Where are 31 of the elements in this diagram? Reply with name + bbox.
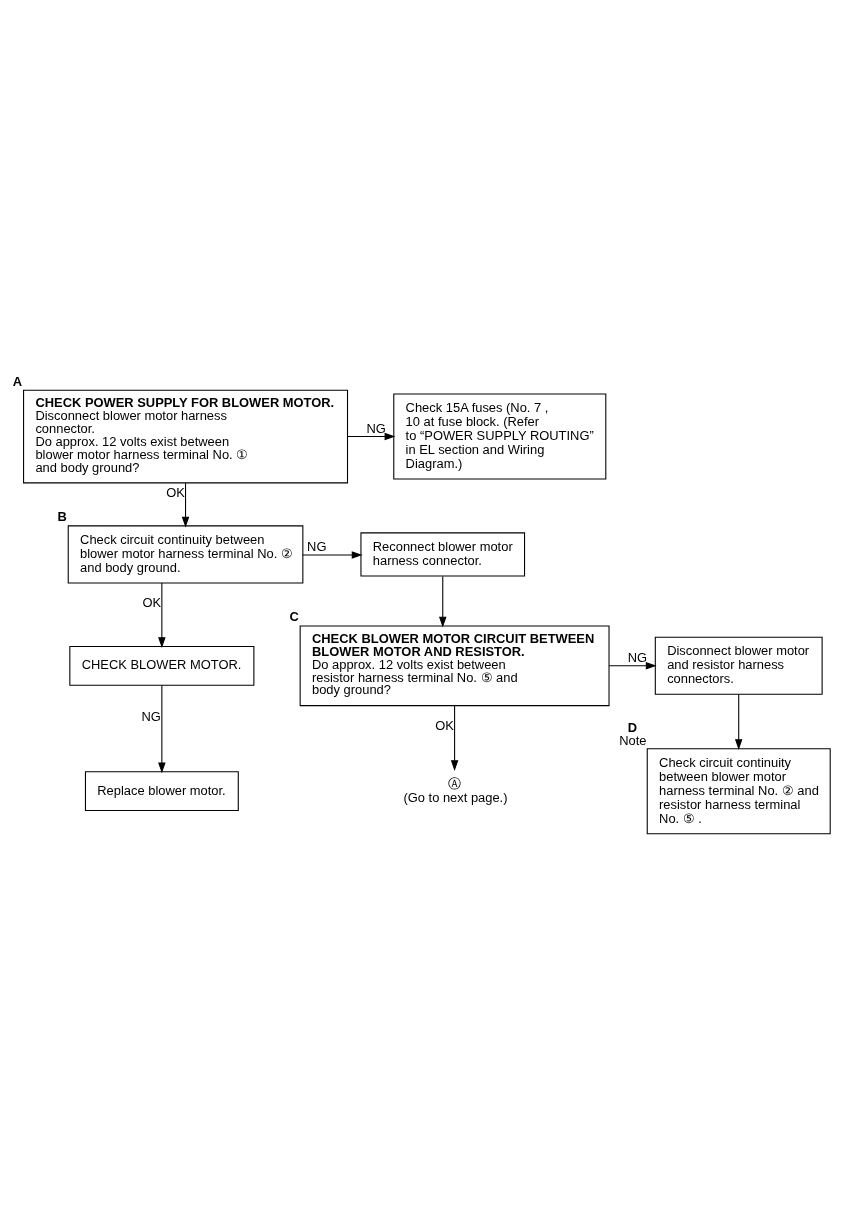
node-label: C [289, 609, 299, 625]
edge-label: NG [627, 650, 648, 666]
node-label: D [627, 720, 638, 736]
arrow [181, 482, 190, 528]
node-label: A [12, 373, 23, 389]
arrow [450, 705, 459, 772]
node-box: Check 15A fuses (No. 7 , 10 at fuse block. (Refer to “POWER SUPPLY ROUTING” in EL section and Wiring Diagram.) [393, 393, 607, 480]
node-box: CHECK BLOWER MOTOR. [69, 645, 255, 686]
arrow [734, 694, 743, 750]
node-label: Note [619, 733, 647, 749]
arrow [158, 582, 166, 648]
edge-label: NG [366, 420, 386, 436]
edge-label: NG [307, 539, 327, 555]
node-box: CHECK BLOWER MOTOR CIRCUIT BETWEEN BLOWER MOTOR AND RESISTOR. Do approx. 12 volts exist between resistor harness terminal No. ⑤ and body ground? [299, 625, 610, 707]
node-box: CHECK POWER SUPPLY FOR BLOWER MOTOR. Disconnect blower motor harness connector. Do approx. 12 volts exist between blower motor harness terminal No. ① and body ground? [23, 389, 349, 484]
arrow [158, 684, 166, 774]
arrow [438, 575, 447, 628]
arrow [302, 551, 363, 559]
arrow [608, 662, 657, 670]
node-box: Disconnect blower motor and resistor harness connectors. [654, 636, 823, 695]
edge-label: OK [166, 484, 185, 500]
node-box: Check circuit continuity between blower motor harness terminal No. ② and resistor harness terminal No. ⑤ . [646, 748, 831, 835]
node-label: B [57, 509, 67, 525]
node-box: Check circuit continuity between blower motor harness terminal No. ② and body ground. [67, 525, 304, 584]
node-box: Reconnect blower motor harness connector. [360, 532, 526, 577]
edge-label: NG [141, 708, 161, 724]
edge-label: OK [142, 594, 162, 610]
edge-label: OK [435, 717, 454, 733]
node-text: Ⓐ (Go to next page.) [403, 775, 508, 805]
node-box: Replace blower motor. [84, 771, 239, 812]
arrow [347, 432, 396, 441]
